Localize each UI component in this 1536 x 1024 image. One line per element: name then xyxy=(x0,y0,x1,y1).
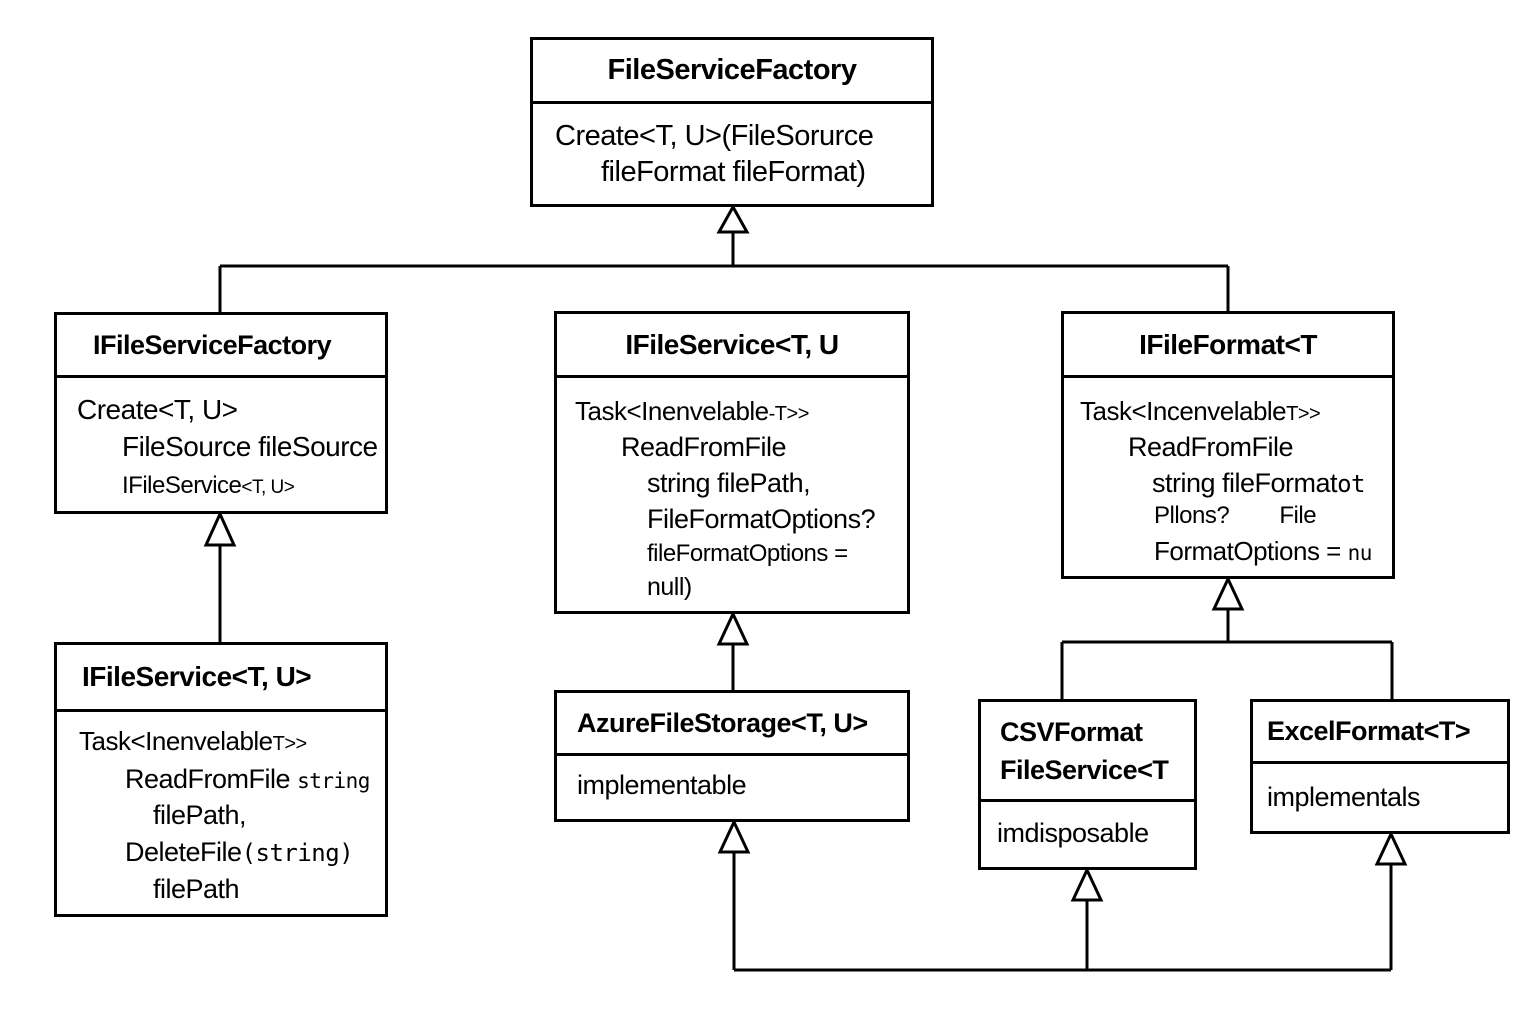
class-members: Task<Inenvelable-T>> ReadFromFile string… xyxy=(557,378,907,611)
class-box-file-service-factory: FileServiceFactory Create<T, U>(FileSoru… xyxy=(530,37,934,207)
member-text: ReadFromFile xyxy=(125,764,291,794)
class-title: IFileServiceFactory xyxy=(57,315,385,378)
member-line: string fileFormatot xyxy=(1152,468,1365,499)
member-text: nu xyxy=(1347,541,1373,565)
member-text: T>> xyxy=(1286,403,1321,425)
member-line: filePath, xyxy=(153,800,247,830)
class-box-ifile-format: IFileFormat<T Task<IncenvelableT>> ReadF… xyxy=(1061,311,1395,579)
inheritance-arrow-azure xyxy=(717,818,751,854)
member-line: IFileService<T, U> xyxy=(122,472,295,500)
class-box-azure-file-storage: AzureFileStorage<T, U> implementable xyxy=(554,690,910,822)
class-title: IFileService<T, U> xyxy=(57,645,385,712)
member-text: IFileService xyxy=(122,472,242,499)
member-text: Task<Inenvelable xyxy=(79,726,273,756)
class-name: FileServiceFactory xyxy=(607,54,857,86)
member-text: (string) xyxy=(241,839,354,867)
member-text: File xyxy=(1279,502,1317,529)
inheritance-arrow-iservice-mid xyxy=(716,610,750,646)
class-box-excel-format: ExcelFormat<T> implementals xyxy=(1250,699,1510,834)
class-box-ifile-service-mid: IFileService<T, U Task<Inenvelable-T>> R… xyxy=(554,311,910,614)
member-line: Task<Inenvelable-T>> xyxy=(575,396,809,427)
member-line: FileFormatOptions? xyxy=(647,504,876,534)
inheritance-arrow-iformat xyxy=(1211,575,1245,611)
member-line: Task<InenvelableT>> xyxy=(79,726,307,757)
member-text: -T>> xyxy=(768,403,810,425)
member-text: Task<Inenvelable xyxy=(575,396,769,426)
member-line: Create<T, U>(FileSorurce xyxy=(555,120,874,152)
class-name: IFileService<T, U xyxy=(625,328,839,360)
class-members: Task<InenvelableT>> ReadFromFile string … xyxy=(57,712,385,914)
member-line: Task<IncenvelableT>> xyxy=(1080,396,1321,427)
member-line: imdisposable xyxy=(997,818,1149,848)
class-box-ifile-service-left: IFileService<T, U> Task<InenvelableT>> R… xyxy=(54,642,388,917)
inheritance-arrow-ifactory xyxy=(203,510,237,547)
class-title: FileServiceFactory xyxy=(533,40,931,104)
member-text: DeleteFile xyxy=(125,837,242,867)
member-line: filePath xyxy=(153,874,240,904)
inheritance-arrow-factory xyxy=(716,203,750,234)
class-name: IFileService<T, U> xyxy=(82,661,312,692)
member-line: Create<T, U> xyxy=(77,394,238,425)
inheritance-arrow-csv xyxy=(1070,866,1104,902)
class-title: IFileService<T, U xyxy=(557,314,907,378)
member-line: Pllons? File xyxy=(1154,502,1317,530)
member-text: string fileFormat xyxy=(1152,468,1338,498)
member-line: DeleteFile(string) xyxy=(125,837,354,868)
class-title: AzureFileStorage<T, U> xyxy=(557,693,907,756)
class-name: IFileServiceFactory xyxy=(93,329,332,360)
member-line: implementals xyxy=(1267,782,1421,812)
class-members: Create<T, U>(FileSorurce fileFormat file… xyxy=(533,104,931,204)
member-line: fileFormat fileFormat) xyxy=(601,156,866,188)
member-line: ReadFromFile xyxy=(1128,432,1294,462)
class-box-csv-format-file-service: CSVFormat FileService<T imdisposable xyxy=(978,699,1197,870)
class-members: Task<IncenvelableT>> ReadFromFile string… xyxy=(1064,378,1392,576)
class-members: imdisposable xyxy=(981,802,1194,867)
member-text: Task<Incenvelable xyxy=(1080,396,1287,426)
member-line: fileFormatOptions = xyxy=(647,540,848,567)
class-title: IFileFormat<T xyxy=(1064,314,1392,378)
member-text: Pllons? xyxy=(1154,502,1230,529)
member-line: string filePath, xyxy=(647,468,811,498)
inheritance-arrow-excel xyxy=(1374,830,1408,866)
class-box-ifile-service-factory: IFileServiceFactory Create<T, U> FileSou… xyxy=(54,312,388,514)
member-line: ReadFromFile xyxy=(621,432,787,462)
member-line: implementable xyxy=(577,770,747,800)
member-text: T>> xyxy=(272,733,308,755)
class-name: CSVFormat xyxy=(1000,716,1143,747)
class-name: IFileFormat<T xyxy=(1139,328,1317,360)
class-members: Create<T, U> FileSource fileSource IFile… xyxy=(57,378,385,511)
class-members: implementable xyxy=(557,756,907,819)
class-name: FileService<T xyxy=(1000,754,1169,785)
class-members: implementals xyxy=(1253,764,1507,831)
member-text: string xyxy=(297,769,370,793)
member-line: FileSource fileSource xyxy=(122,431,378,462)
member-text: FormatOptions = xyxy=(1154,536,1341,566)
class-title: ExcelFormat<T> xyxy=(1253,702,1507,764)
member-line: FormatOptions = nu xyxy=(1154,536,1372,567)
member-line: null) xyxy=(647,573,692,601)
member-line: ReadFromFile string xyxy=(125,764,370,795)
class-title: CSVFormat FileService<T xyxy=(981,702,1194,802)
member-text: ot xyxy=(1337,470,1365,498)
class-name: AzureFileStorage<T, U> xyxy=(577,707,868,738)
member-text: <T, U> xyxy=(241,477,295,498)
class-name: ExcelFormat<T> xyxy=(1267,716,1471,746)
